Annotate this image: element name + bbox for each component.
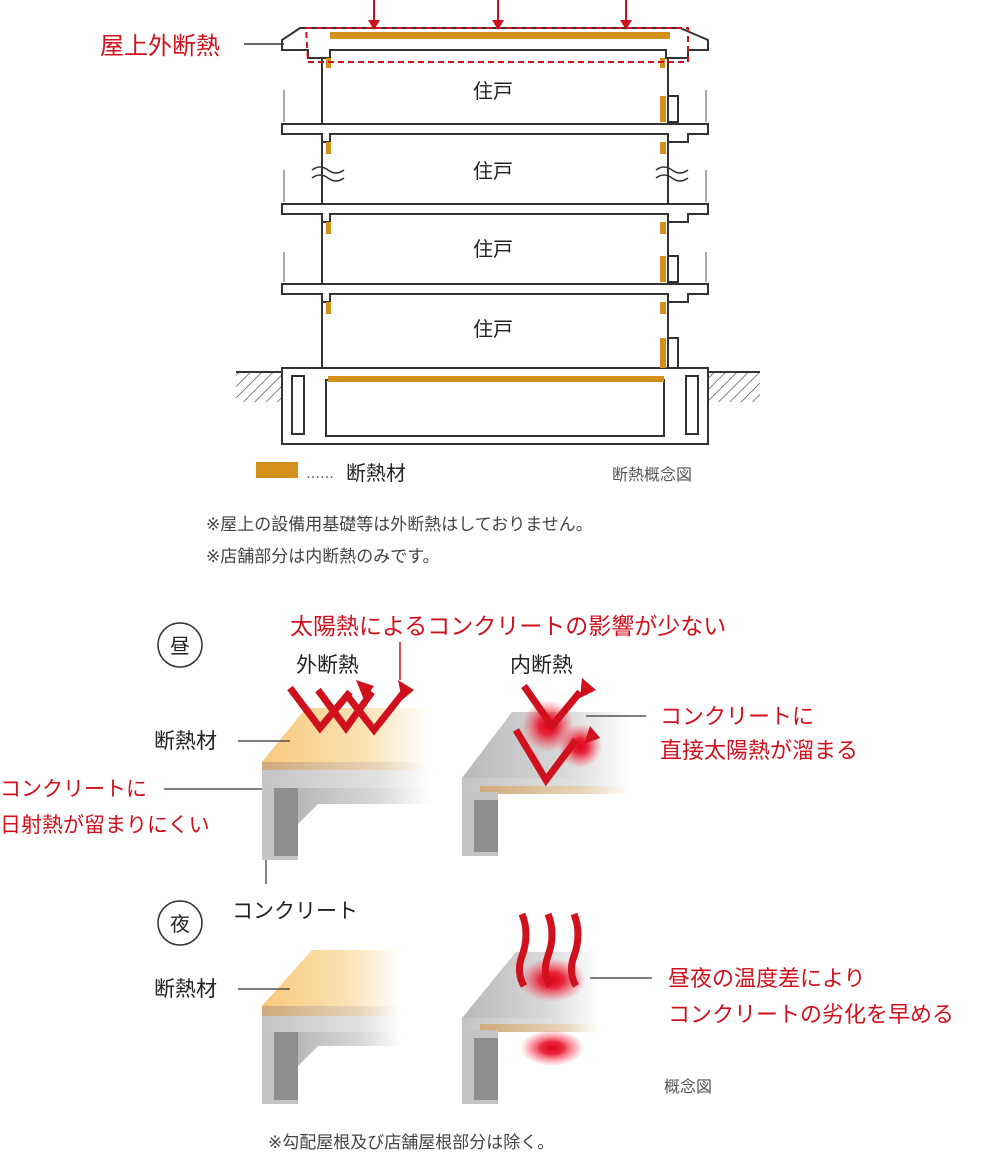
note-1: ※屋上の設備用基礎等は外断熱はしておりません。 [206,515,593,535]
footnote: ※勾配屋根及び店舗屋根部分は除く。 [268,1133,554,1153]
legend-dots: …… [306,466,334,482]
night-external-block [262,950,402,1104]
ext-note-line1: コンクリートに [0,777,147,801]
day-badge [157,622,203,668]
unit-label-2: 住戸 [473,159,513,183]
break-marks [311,166,689,182]
legend-label: 断熱材 [346,461,406,485]
day-label: 昼 [170,634,190,658]
note-2: ※店舗部分は内断熱のみです。 [206,547,440,567]
external-label: 外断熱 [296,653,359,677]
internal-label: 内断熱 [510,653,573,677]
insulation-label-day: 断熱材 [154,729,217,753]
comparison-caption: 概念図 [664,1077,712,1096]
int-day-line2: 直接太陽熱が溜まる [660,739,858,764]
night-label: 夜 [170,912,190,936]
roof-arrows [368,20,632,30]
day-external-block [262,708,430,860]
ground-left [236,372,282,402]
reflect-arrows [287,685,407,736]
ext-note-line2: 日射熱が留まりにくい [0,813,210,837]
roof-label: 屋上外断熱 [100,32,220,60]
unit-label-3: 住戸 [473,237,513,261]
headline: 太陽熱によるコンクリートの影響が少ない [290,614,726,640]
heat-waves [515,912,582,988]
legend-swatch [256,462,298,478]
concrete-label: コンクリート [232,899,358,923]
insulation-label-night: 断熱材 [154,977,217,1001]
ground-right [708,372,760,402]
unit-label-4: 住戸 [473,317,513,341]
facade-lines [283,90,707,282]
int-day-line1: コンクリートに [660,705,814,730]
night-badge [157,900,203,946]
int-night-line2: コンクリートの劣化を早める [668,1003,954,1028]
unit-label-1: 住戸 [473,79,513,103]
section-caption: 断熱概念図 [612,465,692,484]
int-night-line1: 昼夜の温度差により [668,967,866,992]
